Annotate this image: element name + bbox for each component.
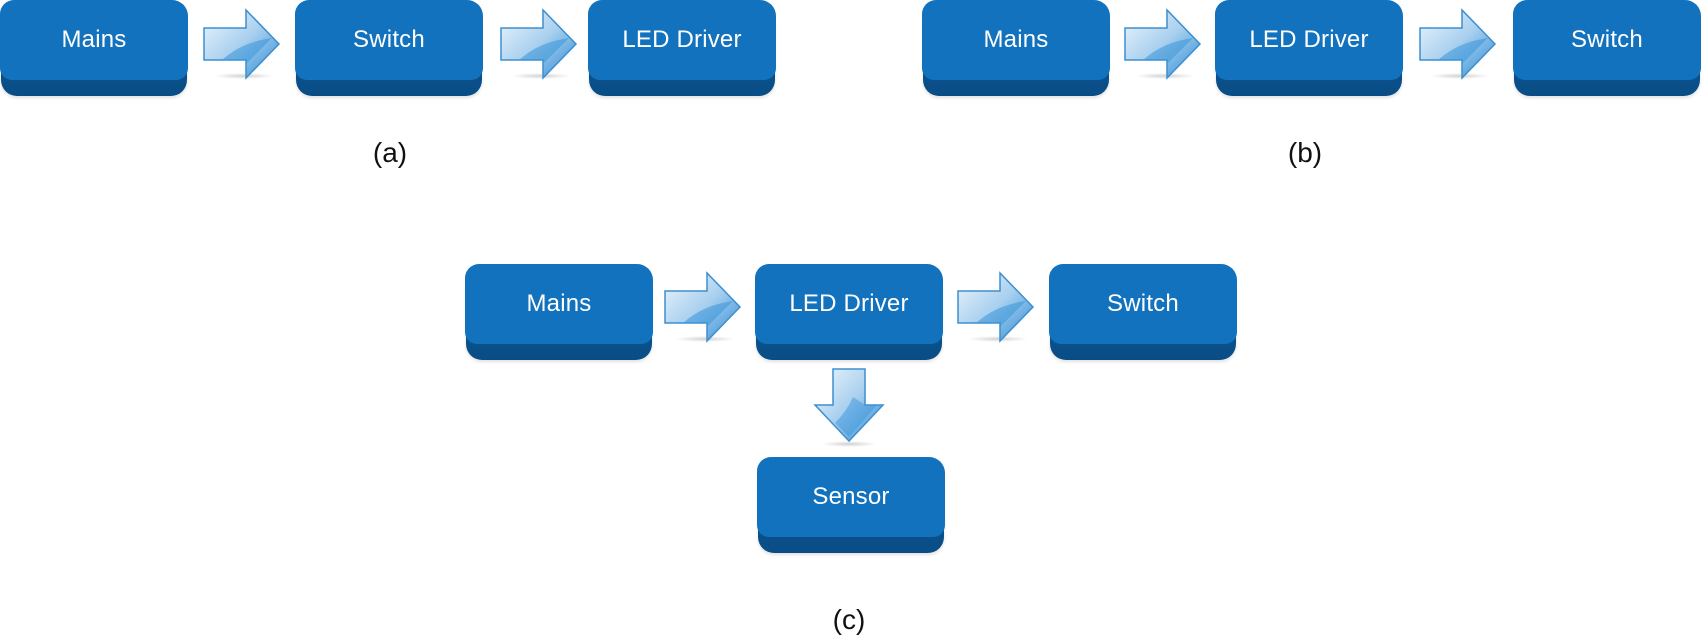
block-label: LED Driver <box>755 264 943 344</box>
block-label: Mains <box>0 0 188 80</box>
caption-b: (b) <box>1287 137 1323 168</box>
arrow-right-icon <box>1419 8 1497 80</box>
block-switch: Switch <box>1513 0 1701 96</box>
block-label: Switch <box>1049 264 1237 344</box>
block-led-driver: LED Driver <box>755 264 943 360</box>
caption-c: (c) <box>832 604 866 635</box>
block-label: LED Driver <box>1215 0 1403 80</box>
block-label: Sensor <box>757 457 945 537</box>
arrow-right-icon <box>664 271 742 343</box>
block-label: Mains <box>465 264 653 344</box>
block-mains: Mains <box>465 264 653 360</box>
arrow-right-icon <box>500 8 578 80</box>
block-led-driver: LED Driver <box>588 0 776 96</box>
arrow-down-icon <box>813 368 885 447</box>
block-label: LED Driver <box>588 0 776 80</box>
arrow-right-icon <box>957 271 1035 343</box>
arrow-right-icon <box>203 8 281 80</box>
block-led-driver: LED Driver <box>1215 0 1403 96</box>
arrow-right-icon <box>1124 8 1202 80</box>
block-label: Switch <box>1513 0 1701 80</box>
block-switch: Switch <box>295 0 483 96</box>
block-label: Mains <box>922 0 1110 80</box>
block-switch: Switch <box>1049 264 1237 360</box>
caption-a: (a) <box>372 137 408 168</box>
block-label: Switch <box>295 0 483 80</box>
block-sensor: Sensor <box>757 457 945 553</box>
block-mains: Mains <box>922 0 1110 96</box>
block-mains: Mains <box>0 0 188 96</box>
